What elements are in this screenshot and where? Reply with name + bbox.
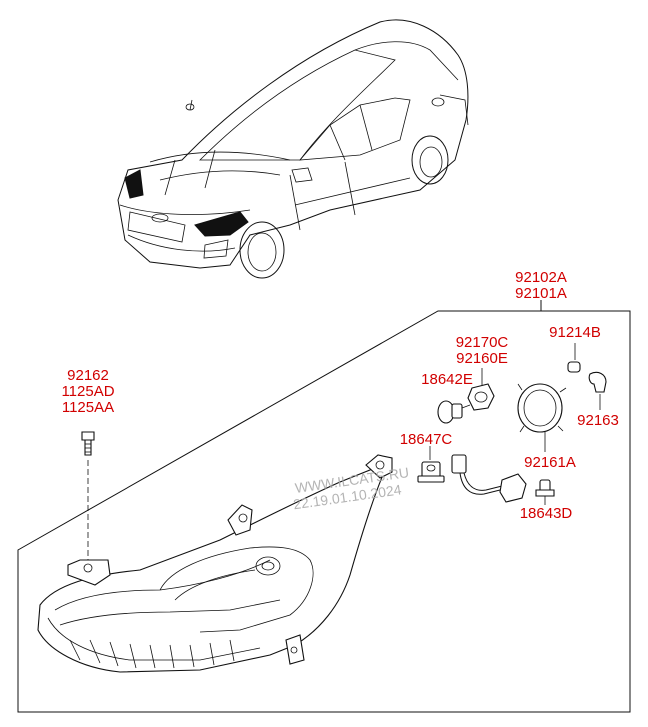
bulb-18647C — [417, 446, 445, 483]
clip-92163 — [588, 371, 607, 410]
label-91214B[interactable]: 91214B — [549, 324, 601, 341]
label-18647C[interactable]: 18647C — [400, 431, 453, 448]
headlamp-housing — [37, 454, 393, 673]
label-92160E[interactable]: 92160E — [456, 350, 508, 367]
label-18642E[interactable]: 18642E — [421, 371, 473, 388]
label-92163[interactable]: 92163 — [577, 412, 619, 429]
grommet-91214B — [567, 343, 581, 373]
label-18643D[interactable]: 18643D — [520, 505, 573, 522]
label-1125AA[interactable]: 1125AA — [62, 399, 114, 416]
bulb-18642E — [437, 400, 471, 424]
wiring-harness — [451, 454, 527, 503]
socket-92170C — [467, 368, 495, 411]
bulb-18643D — [535, 479, 555, 505]
assembly-label-1[interactable]: 92102A — [515, 269, 567, 286]
assembly-label-2[interactable]: 92101A — [515, 285, 567, 302]
label-92162[interactable]: 92162 — [67, 367, 109, 384]
cap-92161A — [517, 383, 567, 452]
label-1125AD[interactable]: 1125AD — [61, 383, 114, 400]
label-92161A[interactable]: 92161A — [524, 454, 576, 471]
label-92170C[interactable]: 92170C — [456, 334, 509, 351]
car-illustration — [117, 19, 469, 279]
bolt-part — [81, 431, 95, 565]
